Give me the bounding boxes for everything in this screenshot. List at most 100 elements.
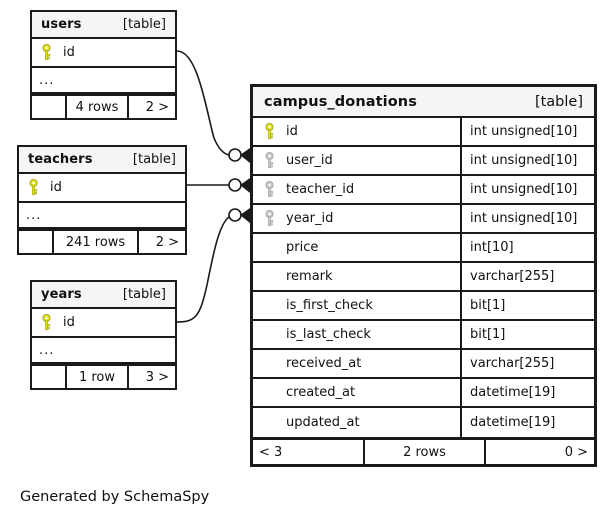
edge-users-to-campus-donations <box>176 50 250 163</box>
table-node-teachers[interactable]: teachers [table] id ... <box>17 145 187 255</box>
table-footer-users: 4 rows 2 > <box>32 94 175 118</box>
column-name-cell: id <box>19 179 185 196</box>
column-name-cell: teacher_id <box>253 181 460 198</box>
footer-right-cell[interactable]: 2 > <box>137 231 185 253</box>
column-label: price <box>286 240 319 255</box>
edge-teachers-to-campus-donations <box>187 178 250 193</box>
table-name: campus_donations <box>264 93 417 110</box>
hidden-columns-ellipsis: ... <box>32 68 175 94</box>
table-row[interactable]: is_last_check bit[1] <box>253 321 594 350</box>
table-row[interactable]: id <box>32 39 175 68</box>
table-header-years: years [table] <box>32 282 175 309</box>
hidden-columns-ellipsis: ... <box>19 203 185 229</box>
column-name-cell: is_first_check <box>253 298 460 313</box>
column-name-cell: received_at <box>253 356 460 371</box>
column-name-cell: id <box>253 123 460 140</box>
footer-right-cell[interactable]: 3 > <box>127 366 175 388</box>
table-name: users <box>41 17 82 32</box>
edge-arrowhead <box>240 148 250 163</box>
column-label: teacher_id <box>286 182 355 197</box>
column-name-cell: price <box>253 240 460 255</box>
foreign-key-icon <box>264 181 286 198</box>
edge-endpoint-circle <box>228 178 242 192</box>
column-label: is_first_check <box>286 298 373 313</box>
table-row[interactable]: updated_at datetime[19] <box>253 408 594 437</box>
ellipsis-label: ... <box>39 342 55 358</box>
footer-row-count: 4 rows <box>65 96 127 118</box>
table-row[interactable]: price int[10] <box>253 234 594 263</box>
footer-parents-count[interactable]: < 3 <box>259 444 283 460</box>
column-type: bit[1] <box>460 321 594 348</box>
hidden-columns-ellipsis: ... <box>32 338 175 364</box>
table-header-campus-donations: campus_donations [table] <box>253 87 594 118</box>
table-row[interactable]: created_at datetime[19] <box>253 379 594 408</box>
column-type: datetime[19] <box>460 379 594 406</box>
diagram-caption: Generated by SchemaSpy <box>20 489 210 505</box>
column-label: is_last_check <box>286 327 371 342</box>
table-row[interactable]: id <box>32 309 175 338</box>
table-node-campus-donations[interactable]: campus_donations [table] id int unsigned[… <box>250 84 597 467</box>
table-row[interactable]: teacher_id int unsigned[10] <box>253 176 594 205</box>
column-name-cell: year_id <box>253 210 460 227</box>
table-row[interactable]: id int unsigned[10] <box>253 118 594 147</box>
table-row[interactable]: is_first_check bit[1] <box>253 292 594 321</box>
primary-key-icon <box>28 179 50 196</box>
foreign-key-icon <box>264 152 286 169</box>
table-tag: [table] <box>122 17 166 32</box>
edge-endpoint-circle <box>228 208 242 222</box>
footer-row-count: 2 rows <box>363 440 484 464</box>
column-type: bit[1] <box>460 292 594 319</box>
footer-children-count[interactable]: 0 > <box>484 440 594 464</box>
column-name-cell: is_last_check <box>253 327 460 342</box>
column-label: year_id <box>286 211 334 226</box>
table-name: teachers <box>28 152 93 167</box>
table-node-years[interactable]: years [table] id ... <box>30 280 177 390</box>
table-tag: [table] <box>132 152 176 167</box>
table-header-users: users [table] <box>32 12 175 39</box>
table-row[interactable]: received_at varchar[255] <box>253 350 594 379</box>
ellipsis-label: ... <box>39 72 55 88</box>
table-row[interactable]: user_id int unsigned[10] <box>253 147 594 176</box>
edge-arrowhead <box>240 178 250 193</box>
column-type: int unsigned[10] <box>460 147 594 174</box>
column-type: int[10] <box>460 234 594 261</box>
column-label: remark <box>286 269 333 284</box>
edge-arrowhead <box>240 208 250 223</box>
column-type: varchar[255] <box>460 350 594 377</box>
footer-row-count: 241 rows <box>52 231 137 253</box>
column-label: created_at <box>286 385 356 400</box>
table-footer-teachers: 241 rows 2 > <box>19 229 185 253</box>
footer-row-count: 1 row <box>65 366 127 388</box>
footer-right-cell[interactable]: 2 > <box>127 96 175 118</box>
table-tag: [table] <box>122 287 166 302</box>
column-type: int unsigned[10] <box>460 205 594 232</box>
column-label: user_id <box>286 153 333 168</box>
column-type: datetime[19] <box>460 408 594 437</box>
table-node-users[interactable]: users [table] id ... <box>30 10 177 120</box>
table-row[interactable]: id <box>19 174 185 203</box>
column-label: id <box>50 180 62 195</box>
table-row[interactable]: year_id int unsigned[10] <box>253 205 594 234</box>
primary-key-icon <box>41 44 63 61</box>
column-type: int unsigned[10] <box>460 118 594 145</box>
column-label: updated_at <box>286 415 360 430</box>
footer-left-cell[interactable] <box>19 231 52 253</box>
table-footer-campus-donations: < 3 2 rows 0 > <box>253 437 594 464</box>
primary-key-icon <box>264 123 286 140</box>
edge-years-to-campus-donations <box>176 208 250 323</box>
footer-left-cell[interactable] <box>32 96 65 118</box>
table-name: years <box>41 287 82 302</box>
column-label: received_at <box>286 356 362 371</box>
column-name-cell: remark <box>253 269 460 284</box>
column-name-cell: user_id <box>253 152 460 169</box>
column-type: int unsigned[10] <box>460 176 594 203</box>
column-name-cell: id <box>32 314 175 331</box>
foreign-key-icon <box>264 210 286 227</box>
footer-left-cell[interactable] <box>32 366 65 388</box>
column-name-cell: updated_at <box>253 415 460 430</box>
table-header-teachers: teachers [table] <box>19 147 185 174</box>
column-label: id <box>286 124 298 139</box>
